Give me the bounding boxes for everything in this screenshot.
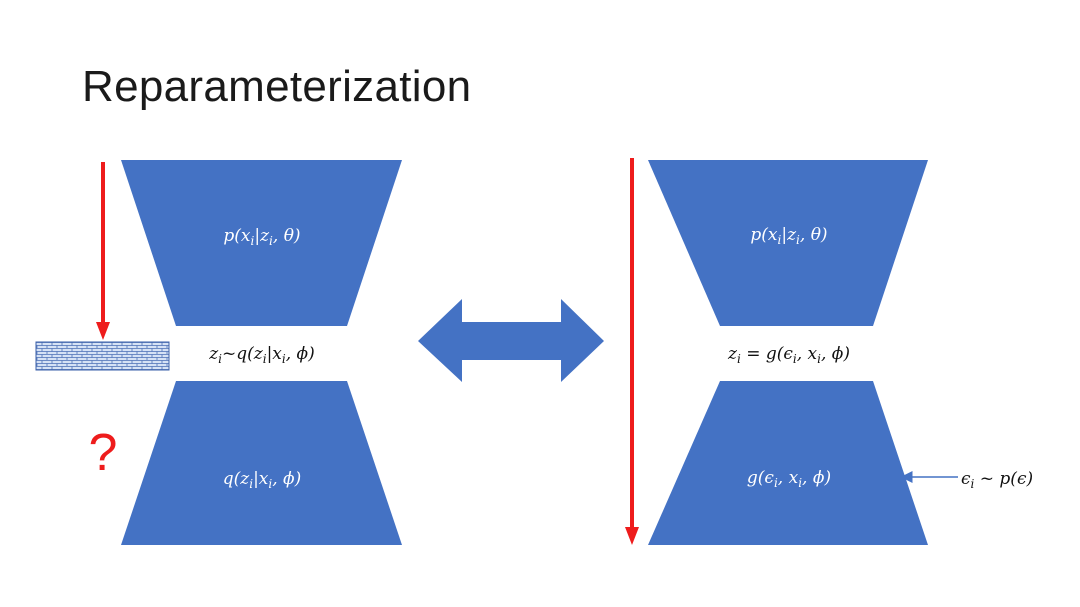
left-encoder-block [121, 381, 402, 545]
left-gradient-arrow-head [96, 322, 110, 340]
right-latent-label: zi = g(ϵi, xi, ϕ) [727, 344, 850, 366]
blocking-wall [35, 341, 170, 371]
right-gradient-arrow-head [625, 527, 639, 545]
left-model: p(xi|zi, θ) zi~q(zi|xi, ϕ) q(zi|xi, ϕ) ? [35, 160, 402, 545]
right-encoder-block [648, 381, 928, 545]
right-decoder-label: p(xi|zi, θ) [750, 225, 827, 247]
left-decoder-label: p(xi|zi, θ) [223, 226, 300, 248]
left-latent-label: zi~q(zi|xi, ϕ) [208, 344, 315, 366]
question-mark: ? [89, 424, 118, 482]
equivalence-double-arrow [418, 299, 604, 382]
left-encoder-label: q(zi|xi, ϕ) [223, 469, 302, 491]
right-decoder-block [648, 160, 928, 326]
slide-title: Reparameterization [82, 62, 472, 111]
right-encoder-label: g(ϵi, xi, ϕ) [747, 468, 831, 490]
right-model: p(xi|zi, θ) zi = g(ϵi, xi, ϕ) g(ϵi, xi, … [625, 158, 1033, 545]
left-decoder-block [121, 160, 402, 326]
noise-label: ϵi ~ p(ϵ) [961, 469, 1033, 491]
